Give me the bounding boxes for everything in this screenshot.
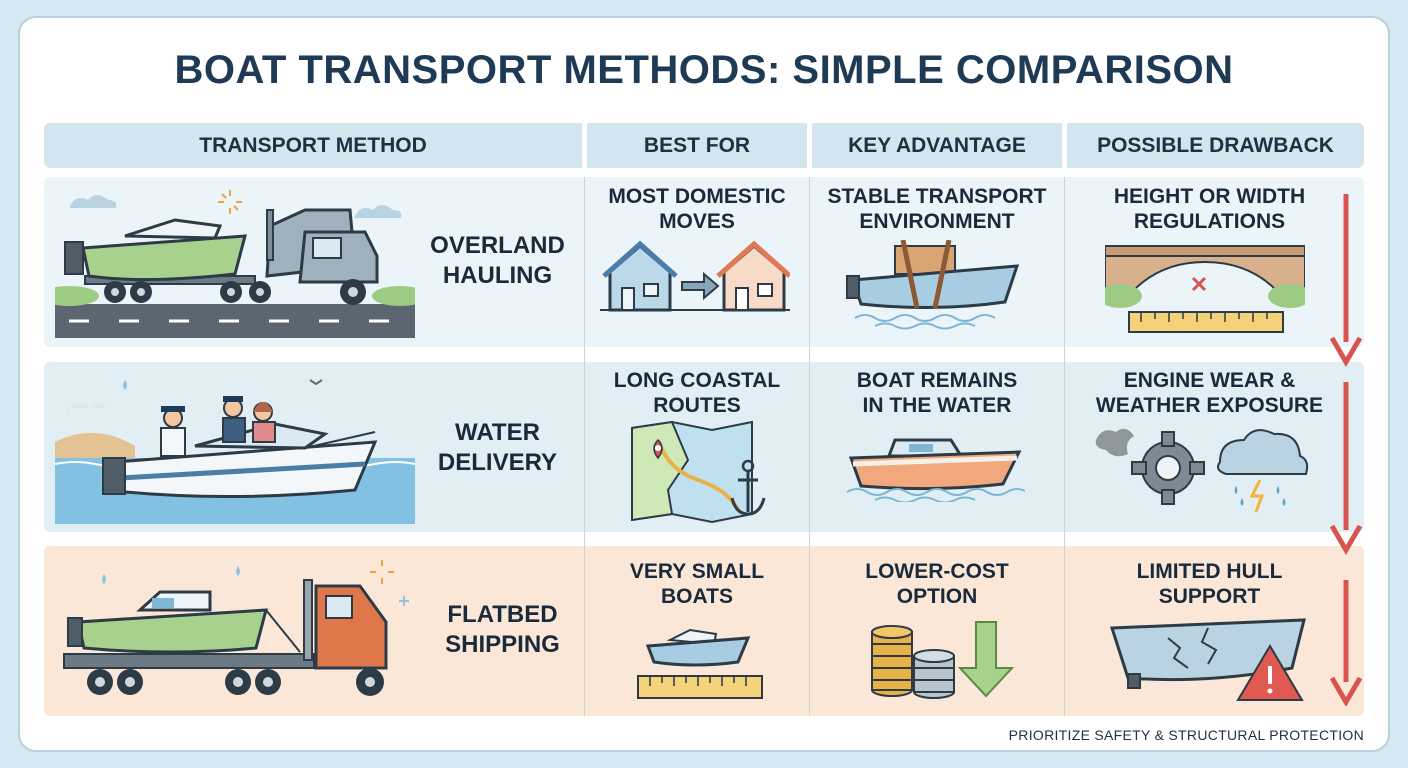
- drawback-line: ENGINE WEAR &: [1123, 369, 1296, 392]
- advantage-text: BOAT REMAINS IN THE WATER: [812, 368, 1062, 418]
- gear-and-storm-cloud-icon: [1090, 422, 1310, 514]
- method-label: FLATBED SHIPPING: [420, 600, 585, 660]
- method-label-line: OVERLAND: [430, 232, 565, 259]
- header-possible-drawback: POSSIBLE DRAWBACK: [1067, 123, 1364, 168]
- header-best-for: BEST FOR: [587, 123, 807, 168]
- method-label-line: WATER: [455, 419, 540, 446]
- drawback-line: LIMITED HULL: [1136, 560, 1283, 583]
- drawback-line: WEATHER EXPOSURE: [1095, 394, 1324, 417]
- header-transport-method: TRANSPORT METHOD: [44, 123, 582, 168]
- best-for-text: LONG COASTAL ROUTES: [587, 368, 807, 418]
- method-label-line: DELIVERY: [437, 449, 558, 476]
- map-with-anchor-icon: [628, 420, 778, 524]
- drawback-text: ENGINE WEAR & WEATHER EXPOSURE: [1067, 368, 1352, 418]
- drawback-line: HEIGHT OR WIDTH: [1113, 185, 1306, 208]
- header-key-advantage: KEY ADVANTAGE: [812, 123, 1062, 168]
- method-label-line: SHIPPING: [445, 631, 560, 658]
- best-for-text: MOST DOMESTIC MOVES: [587, 184, 807, 234]
- coins-down-arrow-icon: [866, 618, 1026, 700]
- column-divider: [809, 177, 810, 716]
- footer-note: PRIORITIZE SAFETY & STRUCTURAL PROTECTIO…: [1008, 727, 1364, 743]
- advantage-line: LOWER-COST: [865, 560, 1009, 583]
- down-arrow-icon: [1328, 380, 1364, 556]
- method-label: WATER DELIVERY: [410, 418, 585, 478]
- drawback-line: SUPPORT: [1158, 585, 1261, 608]
- drawback-line: REGULATIONS: [1133, 210, 1286, 233]
- boat-on-truck-trailer-icon: [55, 186, 415, 340]
- advantage-line: BOAT REMAINS: [856, 369, 1018, 392]
- house-to-house-icon: [600, 238, 790, 316]
- advantage-line: OPTION: [896, 585, 978, 608]
- low-bridge-ruler-icon: [1105, 244, 1305, 336]
- cracked-hull-warning-icon: [1108, 618, 1308, 702]
- page-title: BOAT TRANSPORT METHODS: SIMPLE COMPARISO…: [174, 48, 1234, 92]
- drawback-text: HEIGHT OR WIDTH REGULATIONS: [1067, 184, 1352, 234]
- method-label-line: FLATBED: [447, 601, 558, 628]
- strapped-boat-icon: [845, 240, 1025, 330]
- best-for-line: MOVES: [659, 210, 735, 233]
- boat-on-water-icon: [845, 428, 1025, 502]
- best-for-text: VERY SMALL BOATS: [587, 559, 807, 609]
- advantage-line: IN THE WATER: [862, 394, 1012, 417]
- best-for-line: ROUTES: [653, 394, 741, 417]
- drawback-text: LIMITED HULL SUPPORT: [1067, 559, 1352, 609]
- advantage-text: STABLE TRANSPORT ENVIRONMENT: [812, 184, 1062, 234]
- column-divider: [584, 177, 585, 716]
- small-boat-ruler-icon: [630, 626, 770, 702]
- method-label: OVERLAND HAULING: [410, 231, 585, 291]
- advantage-text: LOWER-COST OPTION: [812, 559, 1062, 609]
- best-for-line: LONG COASTAL: [613, 369, 781, 392]
- advantage-line: STABLE TRANSPORT: [827, 185, 1047, 208]
- down-arrow-icon: [1328, 192, 1364, 368]
- best-for-line: BOATS: [661, 585, 733, 608]
- column-divider: [1064, 177, 1065, 716]
- advantage-line: ENVIRONMENT: [859, 210, 1015, 233]
- crew-on-motorboat-icon: [55, 372, 415, 524]
- best-for-line: MOST DOMESTIC: [608, 185, 786, 208]
- down-arrow-icon: [1328, 578, 1364, 706]
- boat-on-flatbed-truck-icon: [60, 556, 420, 708]
- best-for-line: VERY SMALL: [629, 560, 765, 583]
- method-label-line: HAULING: [442, 262, 553, 289]
